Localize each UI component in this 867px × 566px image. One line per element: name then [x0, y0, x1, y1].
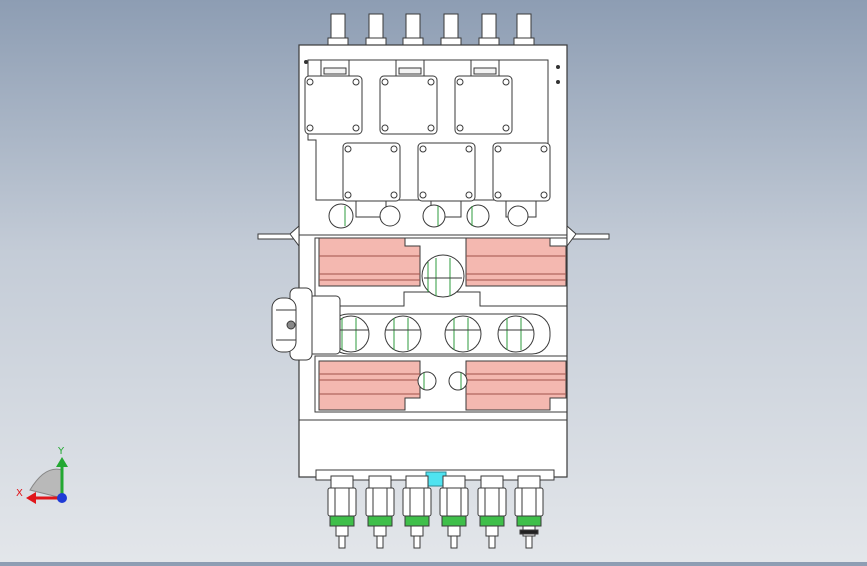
pink-block-upper-left: [318, 237, 421, 287]
motor-upper-3: [454, 59, 513, 135]
x-axis-arrow: [26, 492, 36, 504]
side-round-connector: [271, 287, 341, 361]
bottom-fitting-2: [365, 475, 395, 549]
motor-upper-2: [379, 59, 438, 135]
bottom-fitting-6: [514, 475, 544, 549]
pink-block-upper-right: [465, 237, 567, 287]
y-axis-arrow: [56, 457, 68, 467]
bottom-fittings: [327, 475, 544, 549]
center-hole-top: [421, 254, 465, 298]
upper-panel: [307, 59, 549, 201]
y-axis-label: Y: [57, 446, 65, 457]
middle-motors: [342, 142, 551, 218]
hole-2: [384, 315, 422, 353]
bottom-fitting-4: [439, 475, 469, 549]
middle-hole-row: [329, 313, 551, 355]
housing-screws: [304, 60, 560, 84]
motor-middle-2: [417, 142, 476, 218]
motor-upper-1: [304, 59, 363, 135]
pink-blocks: [318, 237, 567, 411]
lower-block-outline: [314, 237, 568, 307]
side-flanges: [257, 224, 610, 248]
lower-center-holes: [417, 371, 468, 391]
hole-4: [497, 315, 535, 353]
pink-block-lower-right: [465, 360, 567, 411]
bottom-fitting-5: [477, 475, 507, 549]
bottom-fitting-3: [402, 475, 432, 549]
bottom-fitting-1: [327, 475, 357, 549]
z-axis-dot: [57, 493, 67, 503]
upper-motors: [304, 59, 513, 135]
upper-hole-row: [328, 203, 529, 229]
pink-block-lower-left: [318, 360, 421, 411]
hole-3: [444, 315, 482, 353]
x-axis-label: X: [16, 488, 23, 499]
coordinate-triad: X Y: [16, 446, 68, 504]
hole-1: [332, 315, 370, 353]
motor-middle-1: [342, 142, 401, 218]
